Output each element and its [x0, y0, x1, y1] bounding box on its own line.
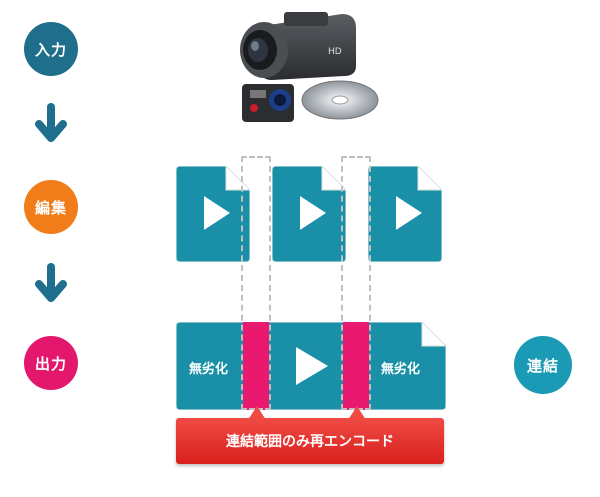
camcorder-disc-icon: HD	[240, 12, 379, 122]
banner-pointer-left	[248, 406, 266, 420]
video-file-icon	[368, 166, 442, 262]
arrow-down-icon	[35, 263, 67, 302]
video-file-icon	[176, 166, 250, 262]
input-step-label: 入力	[34, 40, 67, 59]
lossless-label-left: 無劣化	[189, 362, 229, 377]
connect-label: 連結	[526, 356, 559, 375]
edit-step-label: 編集	[34, 198, 67, 217]
play-icon	[296, 347, 328, 385]
output-step-label: 出力	[34, 354, 67, 373]
join-range-guide-left	[241, 156, 271, 410]
banner-pointer-right	[348, 406, 366, 420]
join-range-guide-right	[341, 156, 371, 410]
connect-circle: 連結	[514, 336, 572, 394]
reencode-segment-left	[243, 322, 269, 410]
reencode-banner-text: 連結範囲のみ再エンコード	[226, 434, 394, 450]
svg-text:HD: HD	[328, 47, 342, 57]
output-step-circle: 出力	[24, 336, 78, 390]
input-step-circle: 入力	[24, 22, 78, 76]
arrow-down-icon	[35, 103, 67, 142]
edit-step-circle: 編集	[24, 180, 78, 234]
video-file-icon	[272, 166, 346, 262]
reencode-segment-right	[343, 322, 369, 410]
lossless-label-right: 無劣化	[381, 362, 421, 377]
reencode-banner: 連結範囲のみ再エンコード	[176, 418, 444, 464]
